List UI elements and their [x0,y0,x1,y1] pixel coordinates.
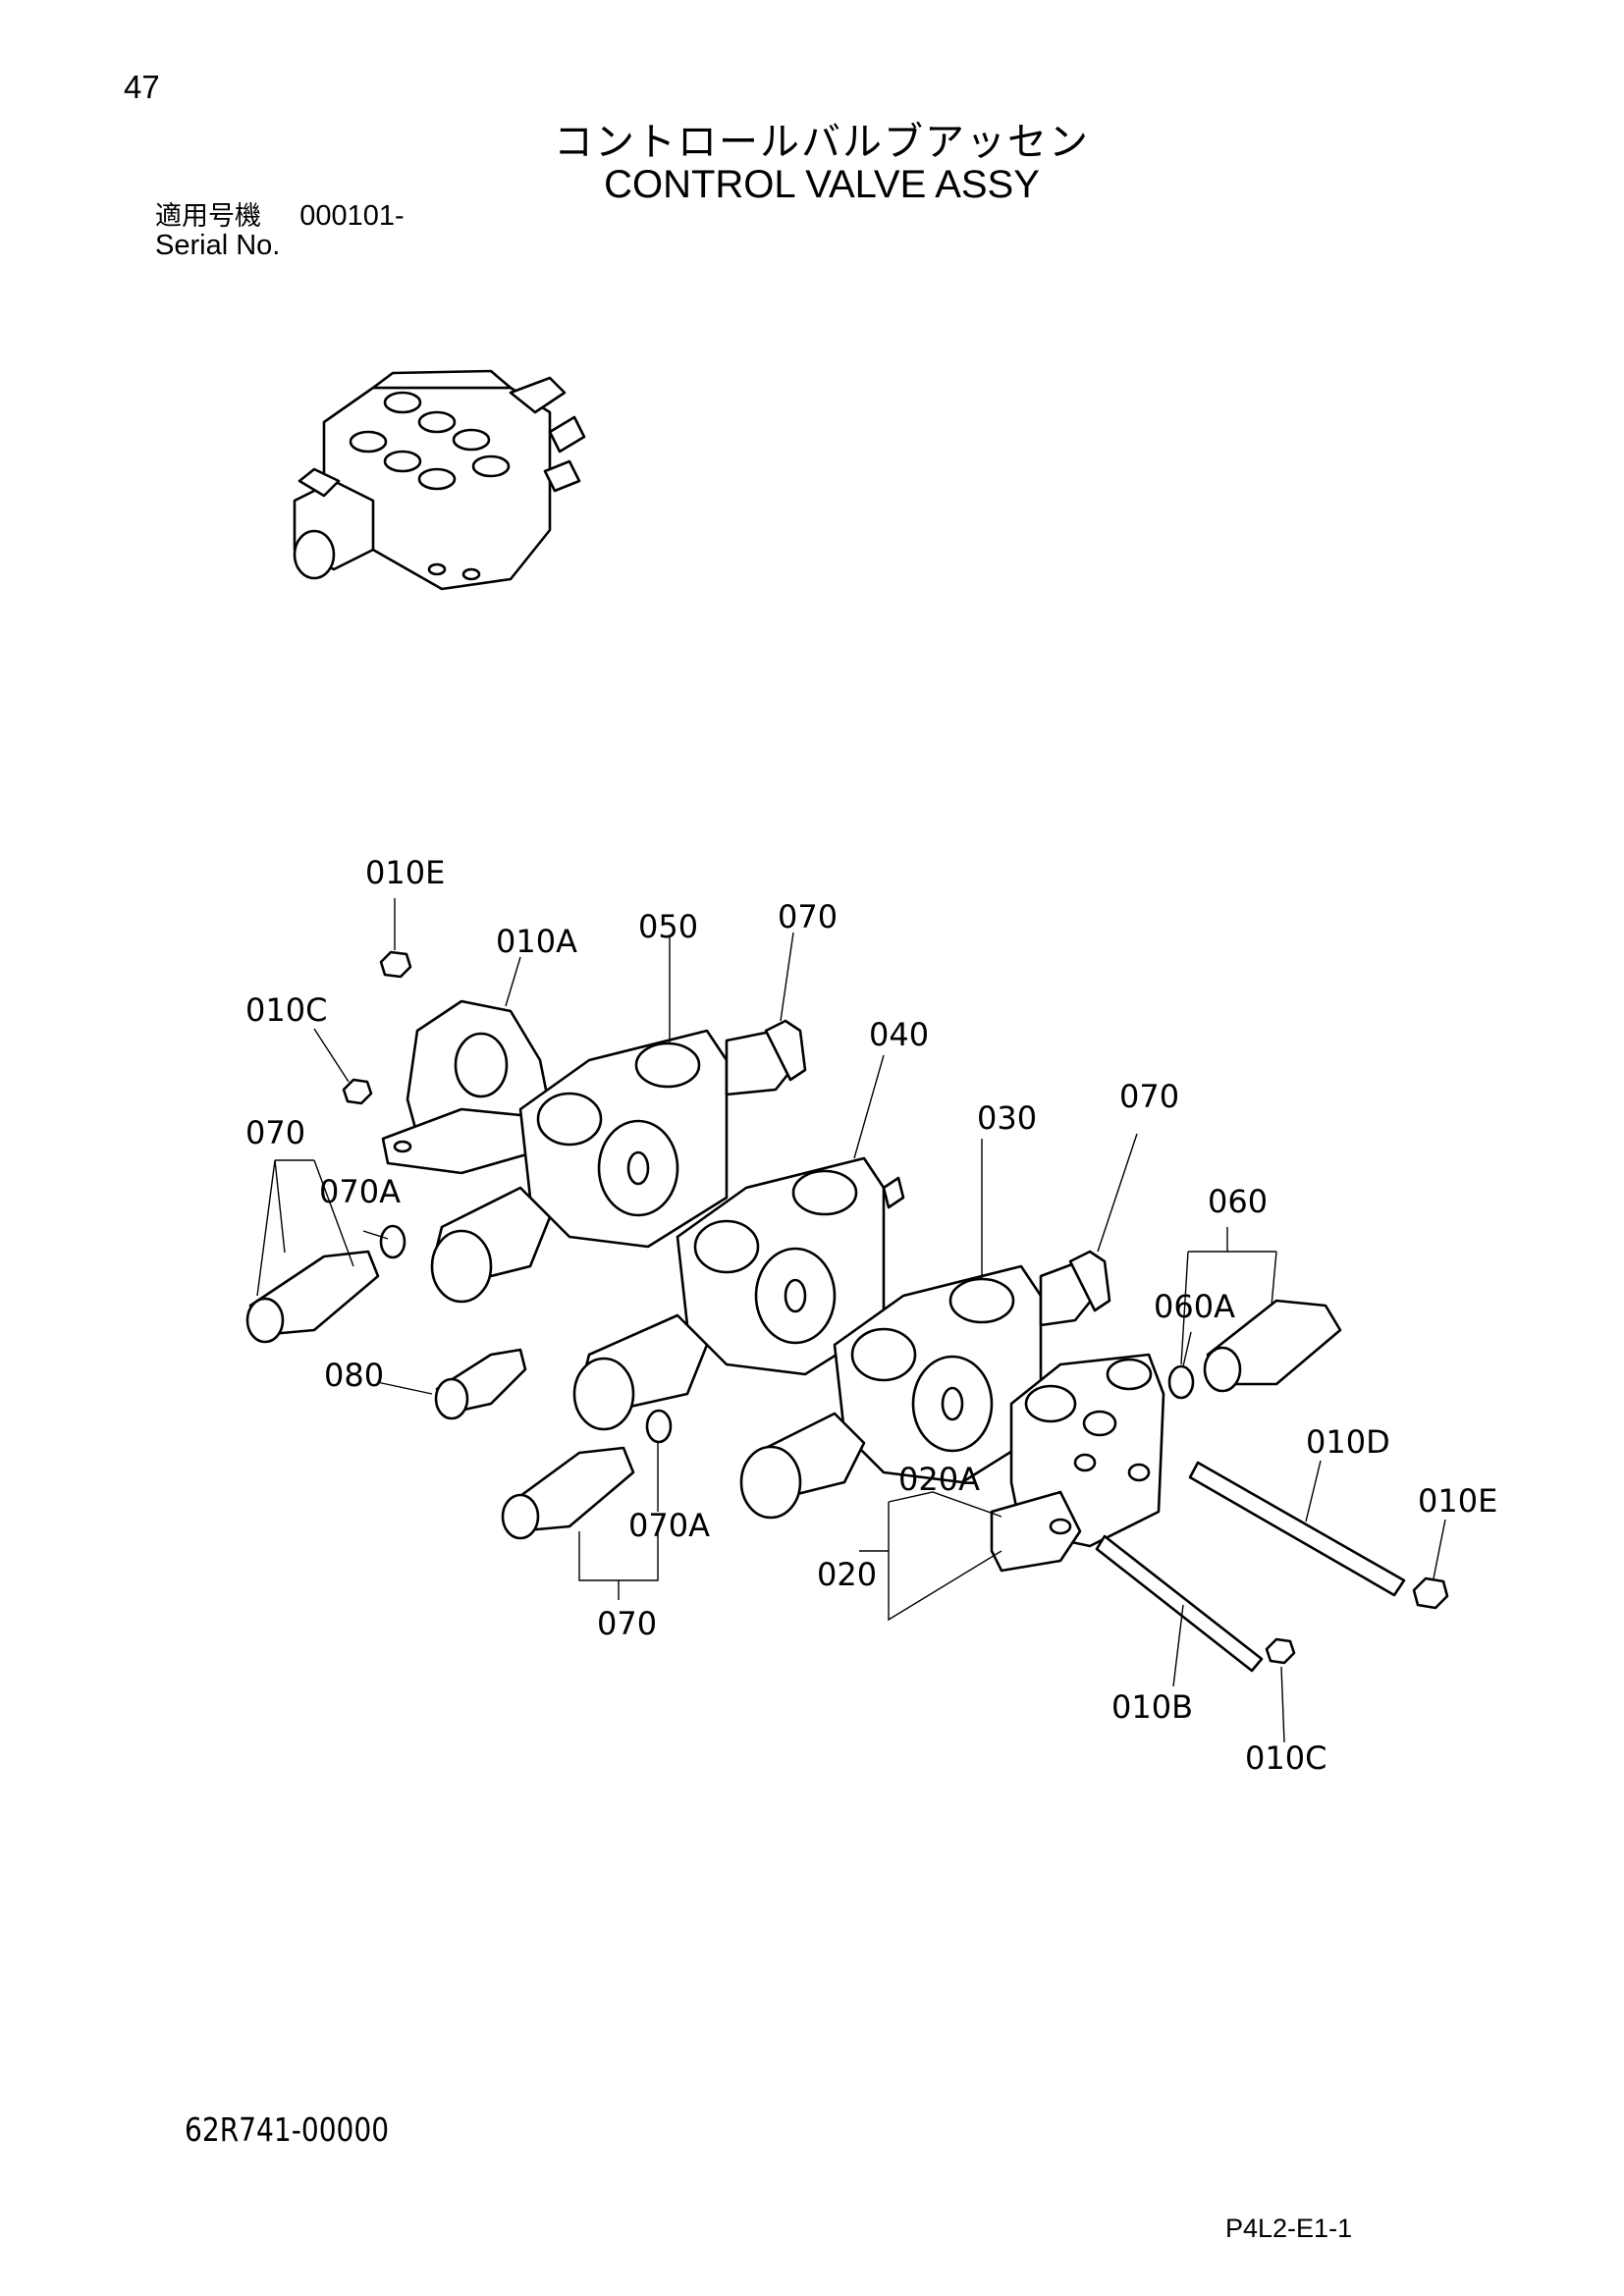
callout-010C-bottom: 010C [1245,1739,1326,1777]
callout-070-top: 070 [778,898,838,935]
nut-010E-top [379,950,412,979]
callout-050: 050 [638,908,698,945]
drawing-code: 62R741-00000 [185,2110,390,2149]
valve-section-050 [430,1019,807,1304]
nut-010C-left [342,1078,373,1105]
spool-070-left [245,1250,380,1344]
plug-080 [434,1348,527,1420]
callout-070A-left: 070A [319,1173,401,1210]
valve-section-030 [739,1250,1111,1520]
tie-bolt-010B [1095,1534,1264,1673]
serial-label-japanese: 適用号機 [155,201,261,232]
title-english: CONTROL VALVE ASSY [604,163,1040,206]
nut-010E-right [1412,1576,1449,1610]
callout-040: 040 [869,1016,929,1053]
spool-070-bottom [501,1446,635,1540]
callout-070A-bottom: 070A [628,1507,710,1544]
serial-label-english: Serial No. [155,230,281,261]
o-ring-070A-left [379,1224,406,1259]
title-japanese: コントロールバルブアッセン [554,120,1090,165]
callout-010B: 010B [1111,1688,1193,1726]
callout-060: 060 [1208,1183,1268,1220]
callout-020A: 020A [898,1461,980,1498]
end-cover-010A [381,999,567,1175]
callout-060A: 060A [1154,1288,1235,1325]
callout-labels: 010E 010A 050 070 010C 040 070 070A 030 … [245,854,1497,1777]
tie-bolt-010D [1188,1461,1406,1597]
callout-010E-right: 010E [1418,1482,1497,1520]
assembled-valve-thumbnail [293,369,586,591]
callout-020: 020 [817,1556,877,1593]
nut-010C-bottom [1265,1637,1296,1665]
callout-010A: 010A [496,923,577,960]
callout-070-bottom: 070 [597,1605,657,1642]
relief-valve-060 [1203,1299,1342,1393]
callout-010E-top: 010E [365,854,445,891]
o-ring-070A-bottom [645,1409,673,1444]
page-number: 47 [124,69,160,105]
inlet-section-020 [990,1353,1165,1573]
serial-line: 適用号機 000101- [155,194,405,233]
callout-010D: 010D [1306,1423,1390,1461]
callout-010C-left: 010C [245,991,327,1029]
leader-lines [256,898,1446,1743]
valve-section-040 [572,1156,905,1431]
page-code: P4L2-E1-1 [1225,2214,1353,2243]
serial-value: 000101- [299,200,405,232]
callout-030: 030 [977,1099,1037,1137]
callout-080: 080 [324,1357,384,1394]
o-ring-060A [1167,1364,1195,1400]
callout-070-right: 070 [1119,1078,1179,1115]
callout-070-left: 070 [245,1114,305,1151]
